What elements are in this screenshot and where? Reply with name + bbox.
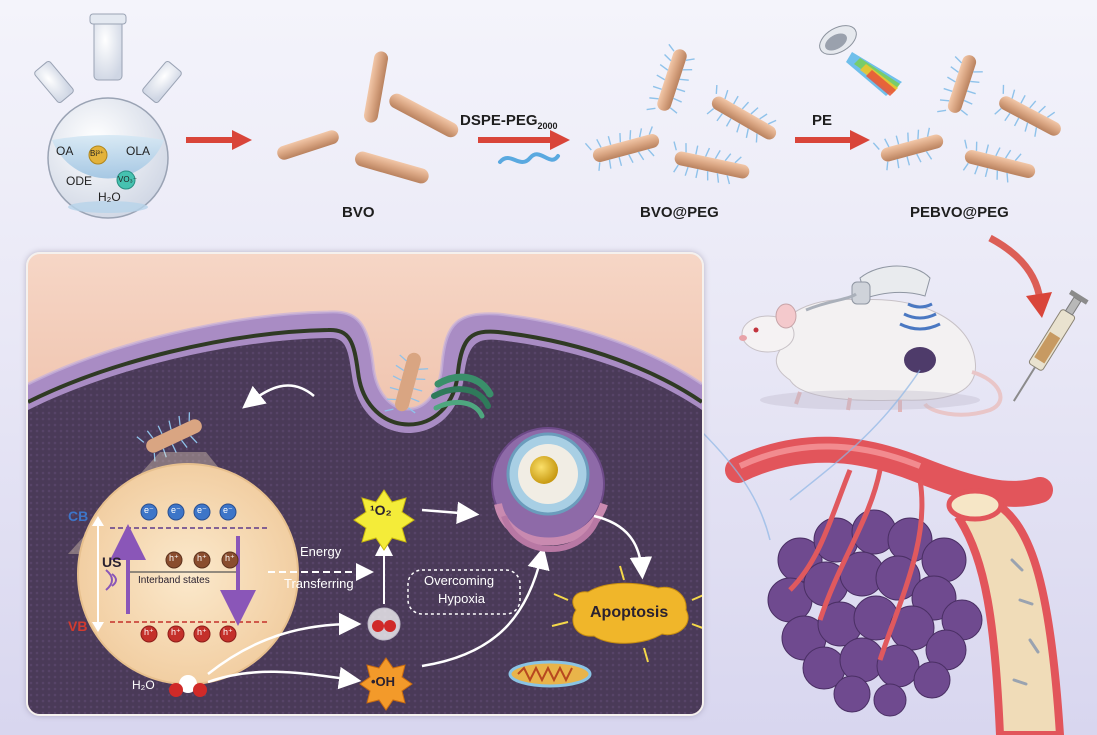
- flask-label-bi: Bi³⁺: [90, 149, 104, 158]
- nucleus-icon: [491, 427, 608, 552]
- electron-label-4: e⁻: [223, 505, 233, 515]
- tumor-vessel-illustration: [699, 369, 1065, 735]
- hole-label-vb-3: h⁺: [197, 627, 207, 637]
- mitochondrion-icon: [508, 660, 592, 688]
- mouse-icon: [739, 298, 1003, 417]
- water-label: H₂O: [132, 678, 155, 692]
- hole-label-vb-2: h⁺: [171, 627, 181, 637]
- singlet-oxygen-label: ¹O₂: [370, 502, 392, 518]
- hole-label-mid-1: h⁺: [169, 553, 179, 563]
- cb-label: CB: [68, 508, 89, 524]
- cell-graphics: [28, 310, 702, 714]
- synthesis-arrow-1: [186, 130, 252, 150]
- flask-label-water: H₂O: [98, 190, 121, 204]
- peg-chain-icon: [498, 152, 560, 164]
- electron-label-1: e⁻: [144, 505, 154, 515]
- flask-label-ode: ODE: [66, 174, 93, 188]
- cell-mechanism-panel: CB VB US e⁻ e⁻ e⁻ e⁻ h⁺ h⁺ h⁺ h⁺ h⁺ h⁺ h…: [26, 252, 704, 716]
- oxygen-label: O₂: [340, 616, 354, 630]
- step-label-dspe-peg: DSPE-PEG2000: [460, 112, 558, 131]
- golgi-icon: [431, 373, 494, 419]
- flask-label-ola: OLA: [126, 144, 151, 158]
- light-source-icon: [819, 25, 902, 96]
- stage-label-pebvo-peg: PEBVO@PEG: [910, 204, 1009, 221]
- flask-label-oa: OA: [56, 144, 74, 158]
- synthesis-arrow-3: [795, 130, 870, 150]
- injection-arrow: [988, 234, 1052, 318]
- apoptosis-label: Apoptosis: [590, 604, 669, 621]
- synthesis-arrow-2: [478, 130, 570, 150]
- flask-label-vo: VO₃⁻: [118, 175, 138, 184]
- hole-label-vb-1: h⁺: [144, 627, 154, 637]
- hypoxia-label-line1: Overcoming: [424, 573, 495, 588]
- hole-label-vb-4: h⁺: [223, 627, 233, 637]
- hydroxyl-label: •OH: [371, 674, 396, 689]
- syringe-icon: [1012, 289, 1089, 402]
- step-label-pe: PE: [812, 112, 833, 129]
- us-label: US: [102, 554, 122, 570]
- electron-label-3: e⁻: [197, 505, 207, 515]
- ultrasound-probe-icon: [805, 265, 941, 331]
- energy-label-line2: Transferring: [284, 576, 354, 591]
- stage-label-bvo-peg: BVO@PEG: [640, 204, 719, 221]
- electron-label-2: e⁻: [171, 505, 181, 515]
- bvo-nanorods: [277, 51, 459, 184]
- hole-label-mid-3: h⁺: [225, 553, 235, 563]
- vb-label: VB: [68, 618, 88, 634]
- flask-icon: [34, 13, 182, 219]
- stage-label-bvo: BVO: [342, 204, 375, 221]
- hole-label-mid-2: h⁺: [197, 553, 207, 563]
- hypoxia-label-line2: Hypoxia: [438, 591, 485, 606]
- interband-label: Interband states: [138, 575, 210, 586]
- energy-label-line1: Energy: [300, 544, 342, 559]
- bvo-peg-nanorods: [584, 43, 777, 185]
- pebvo-peg-nanorods: [872, 55, 1061, 183]
